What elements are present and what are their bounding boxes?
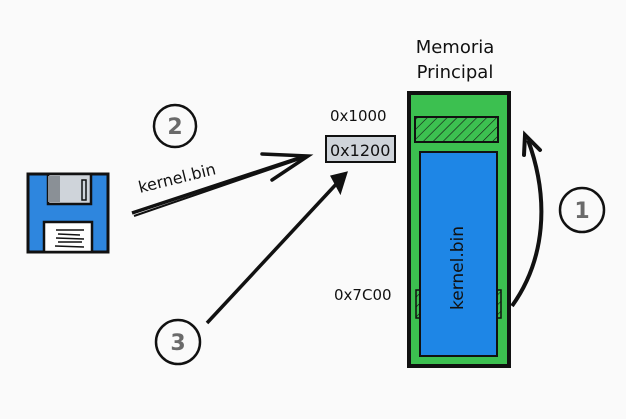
- svg-text:2: 2: [167, 115, 182, 140]
- address-0x7c00: 0x7C00: [334, 286, 392, 304]
- memory-title-line2: Principal: [417, 62, 494, 83]
- reserved-region: [414, 116, 499, 143]
- jump-arrow: [205, 171, 348, 325]
- kernel-region-label: kernel.bin: [448, 226, 468, 310]
- svg-text:0x1200: 0x1200: [330, 141, 390, 160]
- load-arrow: [131, 152, 314, 217]
- step-2-marker: 2: [152, 103, 198, 149]
- step-3-marker: 3: [154, 318, 202, 366]
- boot-arrow: [510, 130, 544, 308]
- svg-text:1: 1: [574, 199, 589, 224]
- floppy-disk-icon: [26, 172, 110, 254]
- address-0x1200-box: 0x1200: [325, 135, 396, 163]
- step-1-marker: 1: [558, 186, 606, 234]
- svg-text:3: 3: [170, 331, 185, 356]
- kernel-region: [419, 151, 498, 357]
- memory-title-line1: Memoria: [416, 37, 495, 58]
- address-0x1000: 0x1000: [330, 107, 387, 125]
- main-memory-block: kernel.bin: [407, 91, 511, 368]
